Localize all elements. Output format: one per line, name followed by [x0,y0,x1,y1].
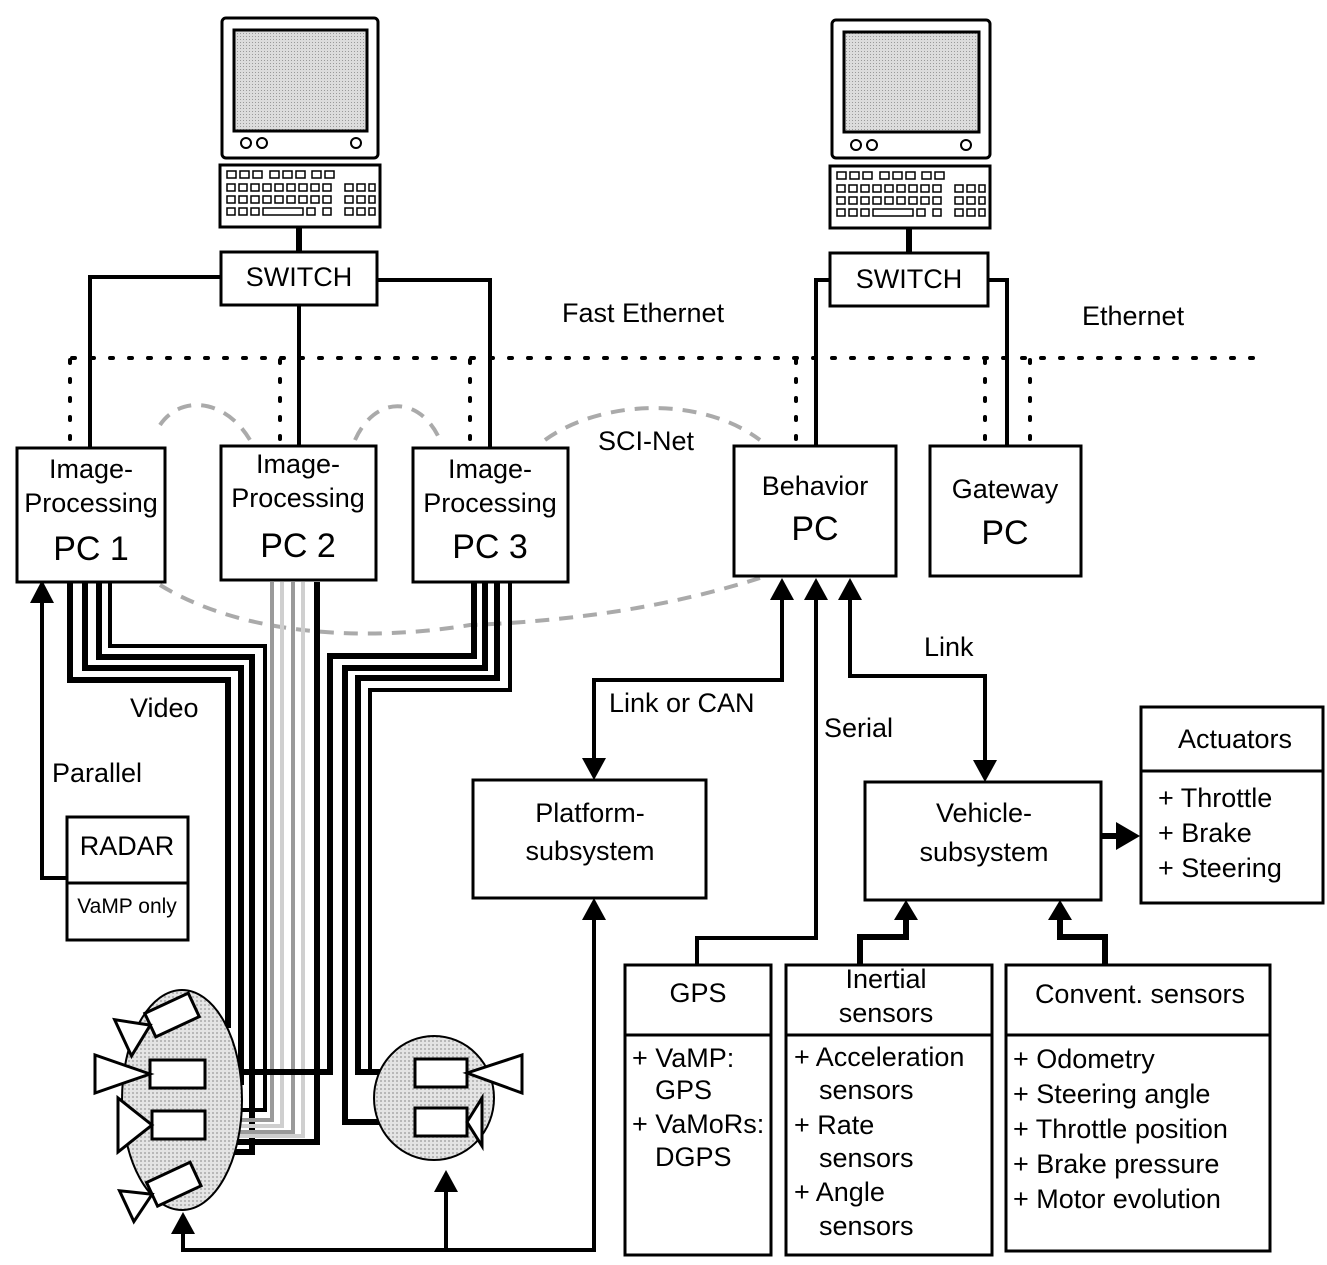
diagram-text: Gateway [952,474,1059,504]
diagram-text: Processing [423,488,557,518]
diagram-text: + Odometry [1013,1044,1155,1074]
sci-net-label: SCI-Net [598,426,695,456]
camera-platform-left [93,989,243,1225]
workstation-left-icon [218,16,382,229]
diagram-text: Convent. sensors [1035,979,1245,1009]
diagram-text: + Brake pressure [1013,1149,1219,1179]
sci-net-loop [158,403,762,636]
radar-box: RADAR VaMP only [65,815,190,942]
platform-to-cameras-link [171,898,606,1252]
image-processing-pc-3: Image- Processing PC 3 [411,446,570,584]
image-processing-pc-1: Image- Processing PC 1 [15,446,167,584]
fast-ethernet-label: Fast Ethernet [562,298,725,328]
diagram-text: Image- [49,454,133,484]
switch-right-label: SWITCH [856,264,962,294]
diagram-text: subsystem [919,837,1048,867]
conventional-sensors-box: Convent. sensors + Odometry + Steering a… [1004,963,1272,1253]
diagram-text: GPS [669,978,726,1008]
diagram-text: PC 2 [260,527,336,565]
diagram-text: Platform- [535,798,645,828]
diagram-text: + Steering [1158,853,1282,883]
camera-icon [93,1052,207,1096]
camera-icon [116,1094,207,1156]
behavior-connections [582,578,997,965]
vehicle-subsystem: Vehicle- subsystem [863,780,1103,902]
diagram-text: + Acceleration [794,1042,964,1072]
platform-subsystem: Platform- subsystem [471,778,708,900]
diagram-text: + Brake [1158,818,1252,848]
link-label: Link [924,632,974,662]
diagram-text: PC [981,514,1028,552]
diagram-text: GPS [655,1075,712,1105]
sensor-arrows [857,900,1108,965]
diagram-text: sensors [839,998,934,1028]
image-processing-pc-2: Image- Processing PC 2 [219,444,378,582]
diagram-text: Processing [24,488,158,518]
diagram-text: PC 1 [53,530,129,568]
diagram-text: + Rate [794,1110,874,1140]
diagram-text: Inertial [845,964,926,994]
fast-ethernet-wiring [88,227,492,448]
video-label: Video [130,693,199,723]
gateway-pc: Gateway PC [928,444,1083,578]
parallel-label: Parallel [52,758,142,788]
ethernet-wiring [814,228,1009,446]
diagram-text: subsystem [525,836,654,866]
diagram-text: Processing [231,483,365,513]
diagram-text: sensors [819,1211,914,1241]
diagram-text: DGPS [655,1142,732,1172]
camera-icon [112,991,202,1060]
diagram-text: sensors [819,1075,914,1105]
diagram-text: Image- [448,454,532,484]
diagram-text: Behavior [762,471,869,501]
camera-icon [117,1160,204,1225]
ethernet-dotted-line [68,356,1264,450]
serial-label: Serial [824,713,893,743]
diagram-text: + Angle [794,1177,885,1207]
diagram-text: Actuators [1178,724,1292,754]
diagram-text: Image- [256,449,340,479]
camera-platform-right [373,1035,524,1161]
actuators-box: Actuators + Throttle + Brake + Steering [1139,705,1325,905]
switch-right: SWITCH [828,251,990,308]
diagram-text: Vehicle- [936,798,1032,828]
diagram-text: sensors [819,1143,914,1173]
switch-left-label: SWITCH [246,262,352,292]
diagram-text: + VaMP: [632,1043,734,1073]
workstation-right-icon [828,18,992,230]
gps-box: GPS + VaMP: GPS + VaMoRs: DGPS [623,963,773,1257]
diagram-text: + Throttle [1158,783,1272,813]
diagram-text: + Steering angle [1013,1079,1210,1109]
camera-icon [413,1092,484,1152]
diagram-text: + Motor evolution [1013,1184,1221,1214]
link-or-can-label: Link or CAN [609,688,755,718]
behavior-pc: Behavior PC [732,444,898,578]
radar-note: VaMP only [77,895,177,918]
diagram-text: PC 3 [452,528,528,566]
inertial-sensors-box: Inertial sensors + Acceleration sensors … [784,963,994,1257]
radar-parallel-link [30,580,68,880]
diagram-text: + Throttle position [1013,1114,1228,1144]
diagram-text: + VaMoRs: [632,1109,764,1139]
radar-title: RADAR [80,831,175,861]
vehicle-to-actuators-arrow [1102,822,1140,850]
diagram-text: PC [791,510,838,548]
camera-icon [413,1052,524,1096]
switch-left: SWITCH [219,250,379,307]
ethernet-label: Ethernet [1082,301,1185,331]
